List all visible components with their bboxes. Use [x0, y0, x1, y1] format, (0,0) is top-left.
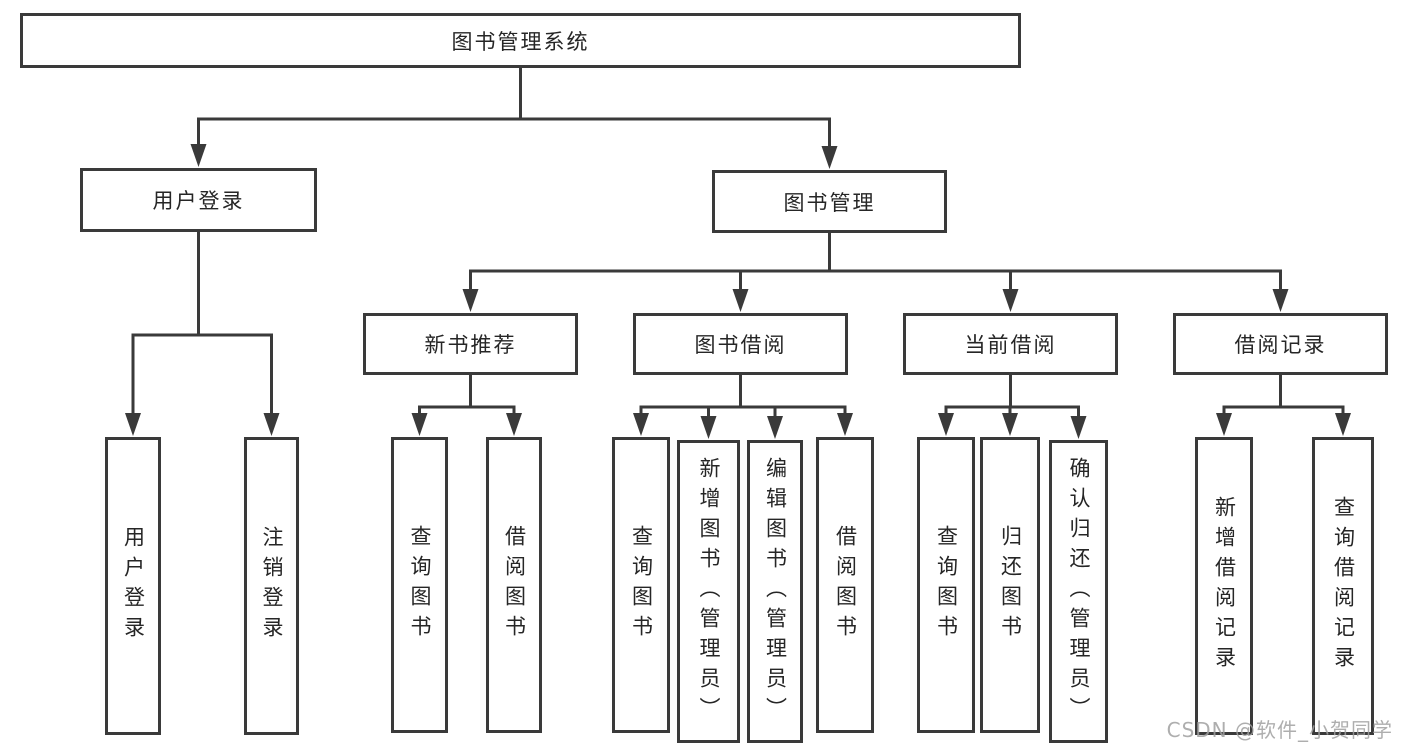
- node-book-borrow: 图书借阅: [633, 313, 848, 375]
- node-bor-add-book: 新增图书（管理员）: [677, 440, 740, 743]
- node-current-borrow: 当前借阅: [903, 313, 1118, 375]
- arrowhead: [633, 413, 649, 436]
- arrowhead: [1216, 413, 1232, 436]
- arrowhead: [462, 289, 479, 312]
- node-rec-borrow-book: 借阅图书: [486, 437, 542, 733]
- node-label: 查询图书: [934, 525, 959, 645]
- node-label: 借阅图书: [833, 525, 858, 645]
- node-label: 查询借阅记录: [1331, 496, 1356, 676]
- arrowhead: [1272, 289, 1289, 312]
- node-label: 借阅图书: [502, 525, 527, 645]
- arrowhead: [506, 413, 522, 436]
- node-label: 用户登录: [152, 189, 245, 213]
- arrowhead: [732, 289, 749, 312]
- node-label: 新增借阅记录: [1212, 496, 1237, 676]
- arrowhead: [1002, 413, 1018, 436]
- node-label: 图书管理系统: [451, 29, 590, 54]
- node-label: 注销登录: [260, 526, 284, 646]
- node-cur-return-book: 归还图书: [980, 437, 1040, 733]
- arrowhead: [263, 413, 280, 436]
- node-bor-borrow-book: 借阅图书: [816, 437, 874, 733]
- node-borrow-records: 借阅记录: [1173, 313, 1388, 375]
- node-login: 用户登录: [105, 437, 161, 735]
- node-rec-query-book: 查询图书: [391, 437, 448, 733]
- node-label: 查询图书: [408, 525, 432, 645]
- node-root: 图书管理系统: [20, 13, 1021, 68]
- node-user-login: 用户登录: [80, 168, 317, 232]
- node-label: 新书推荐: [424, 333, 517, 357]
- arrowhead: [190, 144, 207, 167]
- arrowhead: [1070, 416, 1087, 439]
- arrowhead: [411, 413, 428, 436]
- node-label: 借阅记录: [1234, 333, 1327, 357]
- node-new-book-rec: 新书推荐: [363, 313, 578, 375]
- arrowhead: [1002, 289, 1019, 312]
- arrowhead: [700, 416, 717, 439]
- node-label: 归还图书: [998, 525, 1023, 645]
- arrowhead: [821, 146, 838, 169]
- node-bor-query-book: 查询图书: [612, 437, 670, 733]
- arrowhead: [837, 413, 853, 436]
- node-label: 编辑图书（管理员）: [763, 456, 788, 727]
- arrowhead: [767, 416, 783, 439]
- node-label: 当前借阅: [964, 333, 1057, 357]
- arrowhead: [125, 413, 141, 436]
- arrowhead: [938, 413, 954, 436]
- arrowhead: [1335, 413, 1351, 436]
- node-cur-confirm: 确认归还（管理员）: [1049, 440, 1108, 743]
- node-hist-query-rec: 查询借阅记录: [1312, 437, 1374, 735]
- node-logout: 注销登录: [244, 437, 299, 735]
- node-label: 确认归还（管理员）: [1067, 456, 1091, 727]
- node-book-mgmt: 图书管理: [712, 170, 947, 233]
- node-label: 图书管理: [783, 190, 876, 215]
- node-label: 图书借阅: [694, 333, 787, 357]
- node-label: 新增图书（管理员）: [697, 456, 721, 727]
- node-cur-query-book: 查询图书: [917, 437, 975, 733]
- node-hist-add-rec: 新增借阅记录: [1195, 437, 1253, 735]
- node-bor-edit-book: 编辑图书（管理员）: [747, 440, 803, 743]
- node-label: 用户登录: [121, 526, 146, 646]
- node-label: 查询图书: [629, 525, 654, 645]
